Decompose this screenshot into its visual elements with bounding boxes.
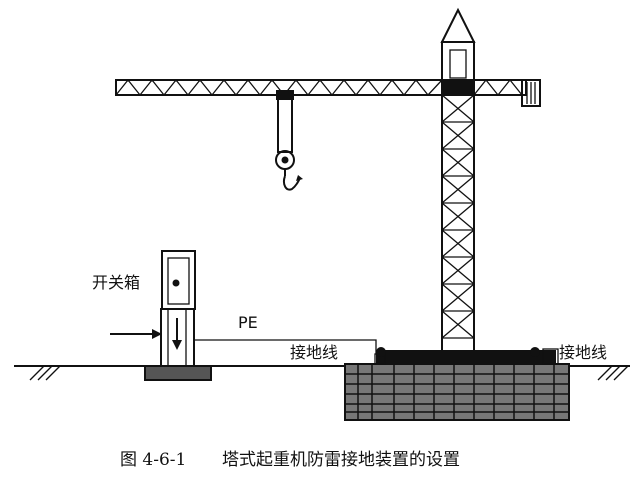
crane-foundation [344,363,570,421]
tower-top [440,7,476,94]
trolley-hook [275,90,303,191]
ground-wire-label-left: 接地线 [290,343,338,362]
ground-wire-label-right: 接地线 [559,343,607,362]
figure-title: 塔式起重机防雷接地装置的设置 [222,450,460,470]
pe-conductor [194,339,377,354]
pe-label: PE [238,313,258,332]
switch-box-label: 开关箱 [92,273,140,292]
incoming-arrow [110,329,162,339]
rail-base [374,347,559,365]
figure-number: 图 4-6-1 [120,450,186,470]
switch-box [144,250,212,381]
jib [115,78,541,107]
